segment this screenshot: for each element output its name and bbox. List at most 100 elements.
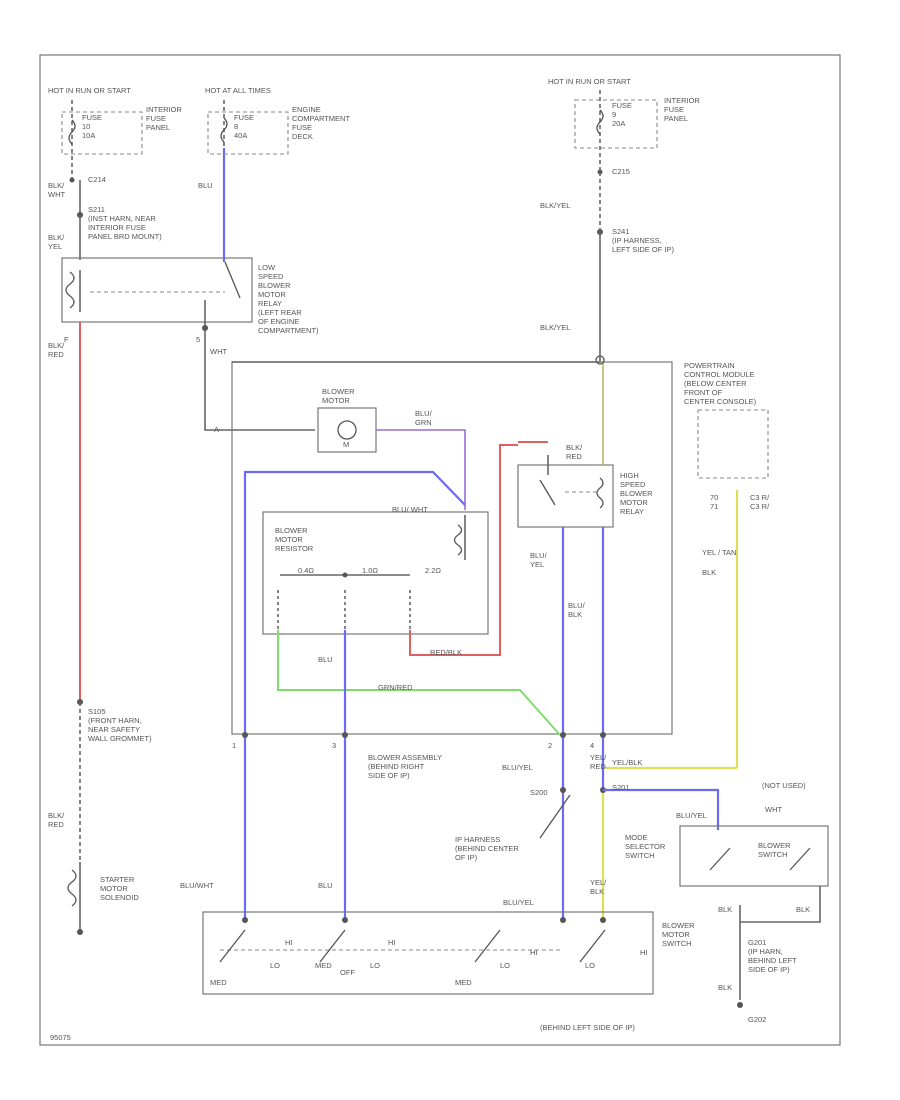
starter-ground [77,929,83,935]
label-off: OFF [340,968,355,977]
label-lo2: LO [370,961,380,970]
label-r-0-4: 0.4Ω [298,566,314,575]
fuse-9-symbol [596,109,604,135]
label-red-blk: RED/BLK [430,648,462,657]
label-g202-loc: (BEHIND LEFT SIDE OF IP) [540,1023,635,1032]
switch-arm-3 [474,929,501,963]
label-hi3: HI [530,948,538,957]
label-blu: BLU [318,881,333,890]
label-s200: S200 [530,788,548,797]
label-med2: MED [315,961,332,970]
label-blk-yel3: BLK/YEL [540,323,570,332]
label-lo4: LO [585,961,595,970]
label-blk3: BLK [718,983,732,992]
interior-fuse-panel-right [574,99,658,149]
mode-switch-arm-1 [709,847,731,871]
wire-grn-red [277,630,561,736]
label-blk-wht: BLK/WHT [48,181,65,199]
resistor-node [342,572,348,578]
label-pin-4: 4 [590,741,594,750]
assy-pin-3 [342,732,348,738]
label-c214: C214 [88,175,106,184]
starter-solenoid-coil [67,869,77,907]
label-c3-a: C3 R/C3 R/ [750,493,770,511]
label-hot-run-start-r: HOT IN RUN OR START [548,77,631,86]
wire-blu-grn [376,429,466,510]
mode-selector-switch-box [679,825,829,887]
g202-ground [737,1002,743,1008]
switch-pin-2 [342,917,348,923]
label-wht2: WHT [765,805,782,814]
switch-pin-4 [600,917,606,923]
label-blu-yel2: BLU/YEL [502,763,533,772]
label-blk2: BLK [796,905,810,914]
interior-fuse-panel-left [61,111,143,155]
wire-red-blk [409,444,518,656]
label-not-used: (NOT USED) [762,781,806,790]
relay-switch-arm [224,261,241,299]
wire-wht [204,330,222,431]
resistor-box [262,511,489,635]
label-lo: LO [270,961,280,970]
relay-coil-symbol [65,271,75,309]
assy-pin-4 [600,732,606,738]
label-blk-yel2: BLK/YEL [48,233,65,251]
high-relay-switch [539,479,556,506]
label-blu-yel3: BLU/YEL [676,811,707,820]
label-blk4: BLK [702,568,716,577]
pcm-connector [595,355,605,365]
label-blu2: BLU [318,655,333,664]
assy-pin-2 [560,732,566,738]
high-relay-coil [596,477,604,509]
wire-blk-mode [740,886,821,923]
label-yel-blk2: YEL/BLK [590,878,607,896]
diagram-frame [39,54,841,1046]
label-blu-yel: BLU/YEL [530,551,548,569]
label-r-1-0: 1.0Ω [362,566,378,575]
label-hi: HI [285,938,293,947]
switch-pin-1 [242,917,248,923]
label-diagram-code: 95075 [50,1033,71,1042]
label-hi2: HI [388,938,396,947]
label-blk-red-relay: BLK/RED [566,443,583,461]
resistor-coil-symbol [453,524,463,556]
label-grn-red: GRN/RED [378,683,413,692]
label-blk: BLK [718,905,732,914]
label-s201: S201 [612,783,630,792]
label-pin-a: A [214,425,219,434]
label-pin-2: 2 [548,741,552,750]
label-med3: MED [455,978,472,987]
low-speed-relay-box [61,257,253,323]
label-m: M [343,440,349,449]
pcm-box [697,409,769,479]
label-wht: WHT [210,347,227,356]
label-blu: BLU [198,181,213,190]
wire-blu-yel-mode [603,788,720,830]
label-pin-1: 1 [232,741,236,750]
label-blu-grn: BLU/GRN [415,409,433,427]
high-speed-relay-box [517,464,614,528]
label-s241: S241(IP HARNESS,LEFT SIDE OF IP) [612,227,674,254]
blower-motor-symbol [337,420,357,440]
fuse-8-symbol [220,117,228,143]
switch-arm-1 [219,929,246,963]
relay-out-terminal [202,325,208,331]
label-blu-wht2: BLU/WHT [180,881,214,890]
ip-harness-pointer [539,794,571,839]
